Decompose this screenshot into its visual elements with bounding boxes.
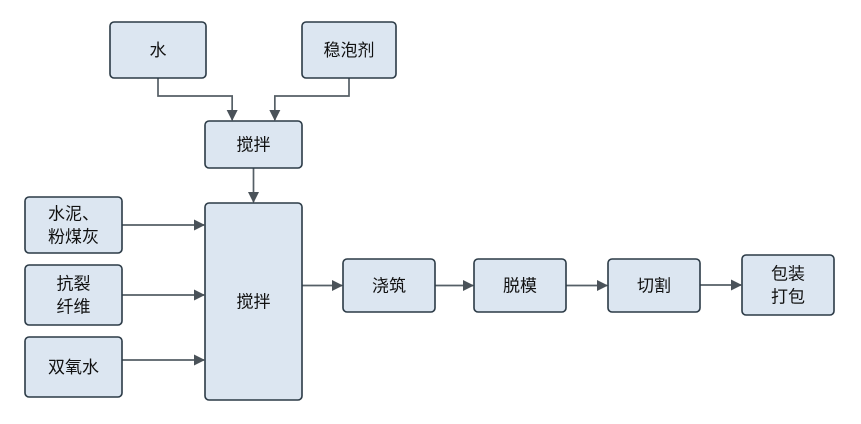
node-box-foam-agent (301, 21, 397, 79)
node-peroxide[interactable]: 双氧水 (24, 336, 123, 398)
connector-foam-to-mixtop-arrowhead (269, 110, 281, 121)
node-demolding[interactable]: 脱模 (473, 258, 567, 313)
node-foam-agent[interactable]: 稳泡剂 (301, 21, 397, 79)
node-label-fiber: 抗裂纤维 (57, 274, 91, 316)
connector-water-to-mixtop-arrowhead (226, 110, 238, 121)
node-fiber[interactable]: 抗裂纤维 (24, 264, 123, 326)
node-box-fiber (24, 264, 123, 326)
node-casting[interactable]: 浇筑 (342, 258, 436, 313)
node-label-cement-ash: 水泥、粉煤灰 (48, 204, 99, 246)
node-label-peroxide: 双氧水 (48, 358, 99, 377)
connector-mixtop-to-mixmain-arrowhead (248, 192, 259, 203)
connector-casting-to-demolding-arrowhead (463, 280, 474, 291)
connector-mixmain-to-casting-arrowhead (332, 280, 343, 291)
node-box-demolding (473, 258, 567, 313)
node-label-cutting: 切割 (637, 276, 671, 295)
connector-demolding-to-cutting-arrowhead (597, 280, 608, 291)
node-layer: 水稳泡剂搅拌水泥、粉煤灰抗裂纤维双氧水搅拌浇筑脱模切割包装打包 (24, 21, 835, 401)
connector-layer (122, 78, 742, 366)
connector-cement-to-mixmain-arrowhead (194, 219, 205, 231)
node-box-water (109, 21, 207, 79)
node-box-packaging (741, 254, 835, 316)
node-mix-main[interactable]: 搅拌 (204, 202, 303, 401)
connector-cutting-to-packaging-arrowhead (731, 279, 742, 291)
node-label-mix-top: 搅拌 (237, 135, 271, 154)
node-label-demolding: 脱模 (503, 276, 537, 295)
node-label-water: 水 (150, 41, 167, 60)
node-label-foam-agent: 稳泡剂 (324, 41, 375, 60)
node-label-casting: 浇筑 (372, 276, 406, 295)
node-box-cement-ash (24, 196, 123, 254)
node-box-mix-top (204, 120, 303, 169)
connector-water-to-mixtop (157, 78, 234, 120)
node-box-peroxide (24, 336, 123, 398)
node-cutting[interactable]: 切割 (607, 258, 701, 313)
node-label-mix-main: 搅拌 (237, 292, 271, 311)
node-box-casting (342, 258, 436, 313)
node-label-packaging: 包装打包 (771, 264, 805, 306)
node-cement-ash[interactable]: 水泥、粉煤灰 (24, 196, 123, 254)
node-mix-top[interactable]: 搅拌 (204, 120, 303, 169)
connector-peroxide-to-mixmain-arrowhead (194, 354, 205, 366)
node-box-mix-main (204, 202, 303, 401)
connector-fiber-to-mixmain-arrowhead (194, 289, 205, 301)
connector-foam-to-mixtop (273, 78, 350, 120)
node-box-cutting (607, 258, 701, 313)
node-packaging[interactable]: 包装打包 (741, 254, 835, 316)
node-water[interactable]: 水 (109, 21, 207, 79)
